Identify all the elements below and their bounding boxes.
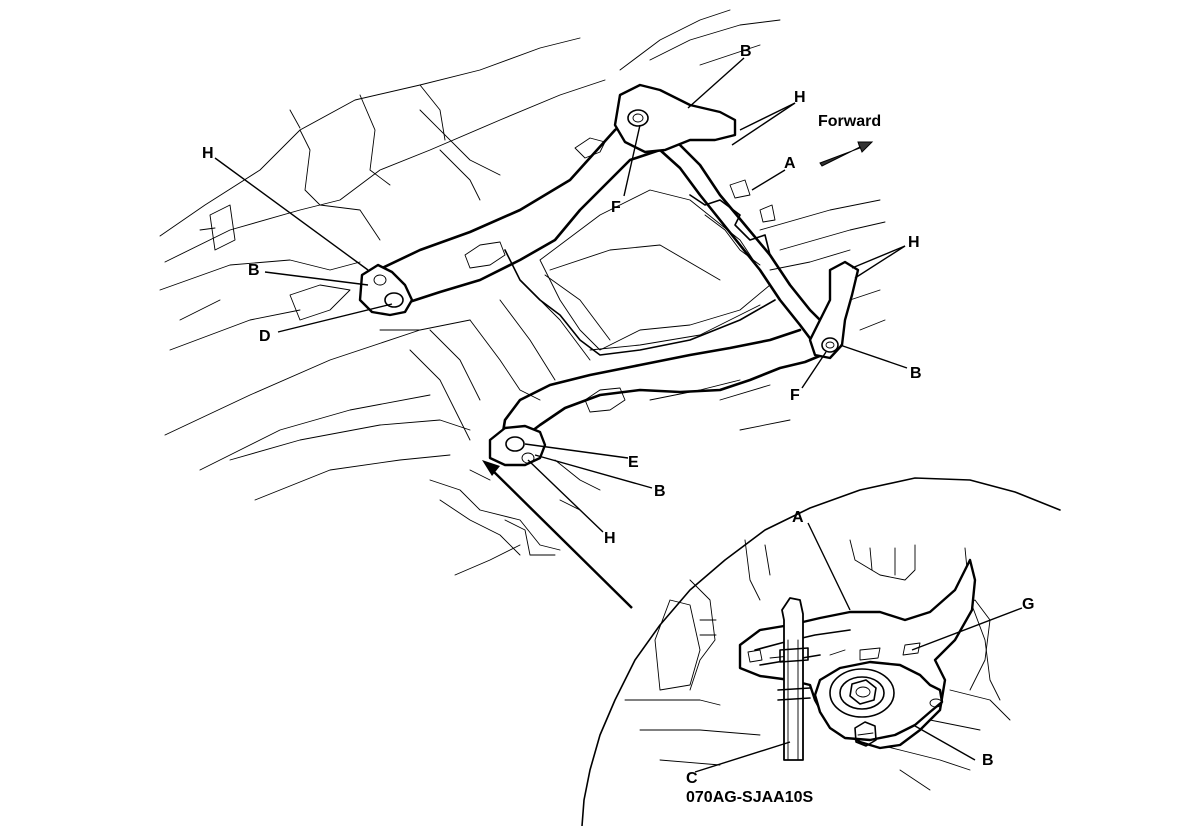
label-c-inset: C xyxy=(686,770,698,787)
label-b-right: B xyxy=(910,365,922,382)
chassis-background-lines xyxy=(159,9,886,576)
label-b-bottom: B xyxy=(654,483,666,500)
label-b-left: B xyxy=(248,262,260,279)
callout-labels: B H A F H B D H B F E B H A G B C 070AG-… xyxy=(202,43,1034,806)
bracket-b-bottom xyxy=(488,424,547,467)
label-g-inset: G xyxy=(1022,596,1034,613)
bracket-b-top xyxy=(613,83,737,154)
diagram-code: 070AG-SJAA10S xyxy=(686,789,814,806)
label-d-left: D xyxy=(259,328,271,345)
bracket-b-right xyxy=(808,260,860,360)
label-h-right: H xyxy=(908,234,920,251)
label-a-top: A xyxy=(784,155,796,172)
label-e-bottom: E xyxy=(628,454,639,471)
label-h-bottom: H xyxy=(604,530,616,547)
leader-lines xyxy=(214,57,908,533)
label-b-top: B xyxy=(740,43,752,60)
label-h-left: H xyxy=(202,145,214,162)
forward-arrow: Forward xyxy=(818,113,881,167)
bracket-b-left xyxy=(358,263,414,317)
label-a-inset: A xyxy=(792,509,804,526)
subframe-a xyxy=(376,110,840,452)
label-b-inset: B xyxy=(982,752,994,769)
label-h-top-right: H xyxy=(794,89,806,106)
label-f-top: F xyxy=(611,199,621,216)
inset-detail xyxy=(482,460,1061,826)
label-f-right: F xyxy=(790,387,800,404)
forward-label: Forward xyxy=(818,113,881,130)
